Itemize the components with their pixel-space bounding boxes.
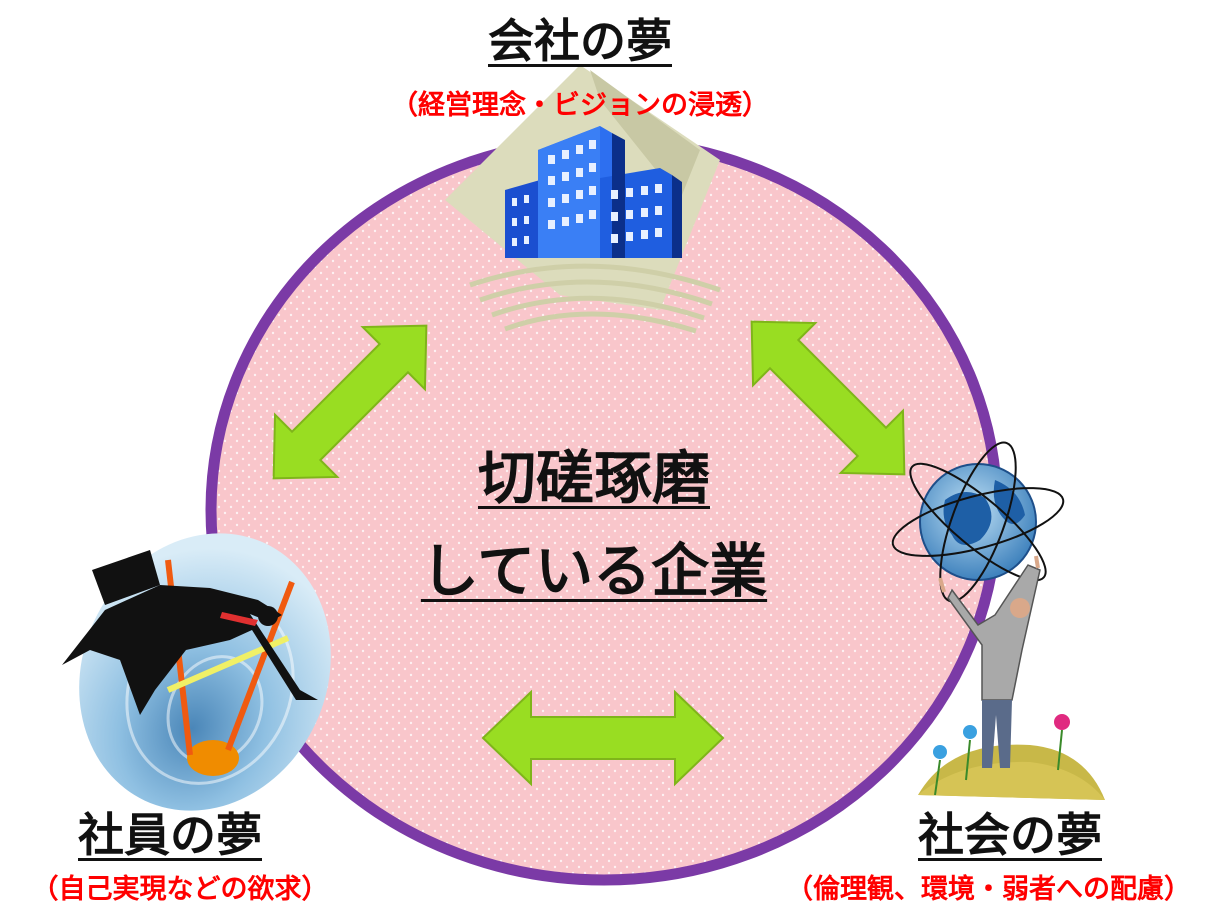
employee-dream-title: 社員の夢 [78, 808, 262, 862]
center-title-line-2: している企業 [420, 536, 768, 605]
center-title: 切磋琢磨 している企業 [394, 432, 794, 618]
double-arrow-upper-left [272, 324, 428, 480]
man-holding-globe-icon [891, 441, 1105, 800]
leaping-businessman-icon [62, 533, 331, 811]
company-dream-title: 会社の夢 [488, 14, 672, 68]
society-dream-title: 社会の夢 [918, 808, 1102, 862]
double-arrow-upper-right [750, 320, 906, 476]
center-title-line-1: 切磋琢磨 [477, 444, 710, 512]
company-dream-subtitle: （経営理念・ビジョンの浸透） [391, 90, 769, 121]
office-building-icon [445, 65, 721, 334]
flower-icon [933, 714, 1070, 796]
society-dream-subtitle: （倫理観、環境・弱者への配慮） [786, 874, 1191, 905]
employee-dream-subtitle: （自己実現などの欲求） [31, 874, 329, 905]
double-arrow-bottom [481, 689, 725, 787]
